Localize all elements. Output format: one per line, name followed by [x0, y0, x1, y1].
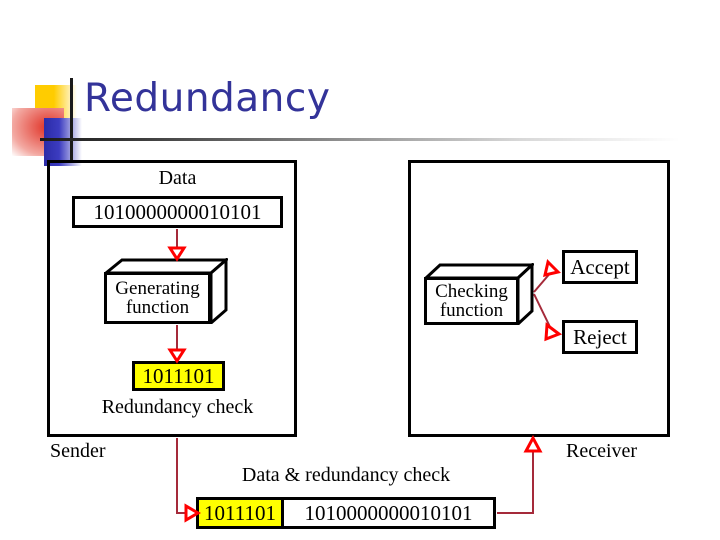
sender-panel: [47, 160, 297, 437]
transmission-data-segment: 1010000000010101: [304, 500, 473, 525]
sender-label: Sender: [50, 440, 106, 462]
checking-function-face: Checking function: [424, 277, 519, 325]
decoration-blue-square: [44, 118, 82, 166]
page-title: Redundancy: [84, 76, 331, 121]
redundancy-bits-box: 1011101: [132, 361, 225, 391]
checking-function-line1: Checking: [435, 281, 508, 302]
transmission-caption: Data & redundancy check: [241, 464, 451, 486]
transmission-frame: 1011101 1010000000010101: [196, 497, 496, 529]
accept-box: Accept: [562, 250, 638, 284]
redundancy-check-caption: Redundancy check: [101, 396, 254, 418]
reject-box: Reject: [562, 320, 638, 354]
generating-function-box: Generating function: [104, 258, 228, 324]
receiver-label: Receiver: [566, 440, 638, 462]
generating-function-line1: Generating: [115, 278, 200, 299]
transmission-redundancy-segment: 1011101: [199, 500, 284, 526]
generating-function-face: Generating function: [104, 272, 211, 324]
data-caption: Data: [158, 167, 197, 189]
decoration-vertical-rule: [70, 78, 73, 162]
receiver-panel: [408, 160, 670, 437]
generating-function-line2: function: [125, 297, 190, 318]
checking-function-box: Checking function: [424, 263, 534, 325]
checking-function-line2: function: [439, 300, 504, 321]
data-bits-box: 1010000000010101: [72, 196, 283, 228]
decoration-horizontal-rule: [40, 138, 680, 141]
